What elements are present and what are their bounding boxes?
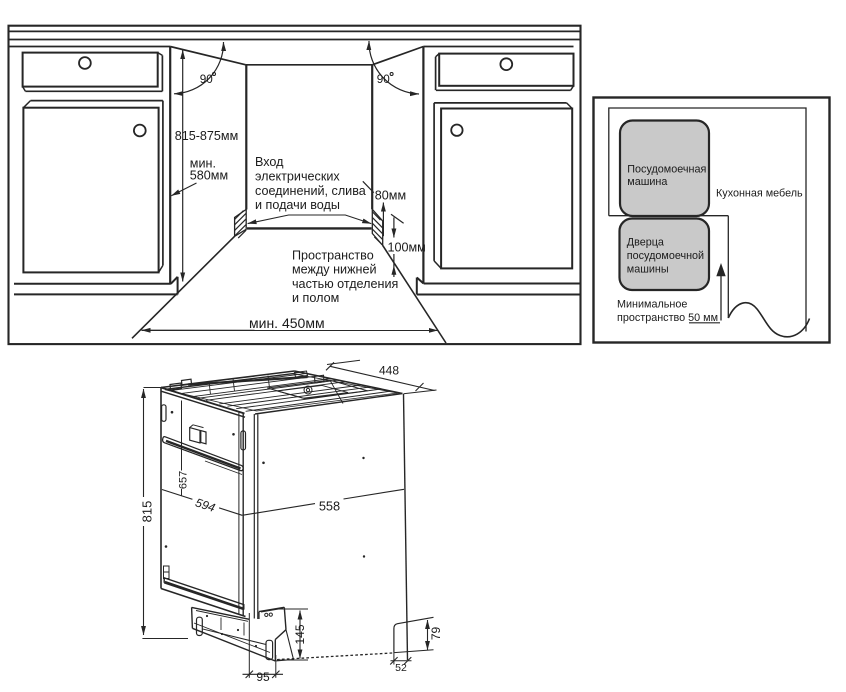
- svg-text:448: 448: [379, 364, 399, 378]
- svg-text:машина: машина: [627, 176, 667, 188]
- svg-text:95: 95: [256, 670, 270, 684]
- svg-text:электрических: электрических: [255, 169, 340, 183]
- svg-text:145: 145: [293, 624, 307, 644]
- svg-text:90: 90: [377, 73, 391, 86]
- svg-text:соединений, слива: соединений, слива: [255, 184, 366, 198]
- svg-text:52: 52: [395, 662, 407, 674]
- svg-text:и подачи воды: и подачи воды: [255, 198, 340, 212]
- svg-text:558: 558: [319, 499, 340, 514]
- svg-text:90: 90: [200, 73, 214, 86]
- svg-text:815: 815: [140, 501, 155, 523]
- svg-text:Посудомоечная: Посудомоечная: [627, 164, 706, 176]
- svg-text:мин. 450мм: мин. 450мм: [249, 315, 325, 331]
- svg-text:пространство 50 мм: пространство 50 мм: [617, 312, 718, 324]
- svg-text:815-875мм: 815-875мм: [175, 129, 239, 143]
- svg-text:посудомоечной: посудомоечной: [627, 250, 704, 262]
- svg-text:594: 594: [194, 495, 218, 515]
- svg-text:Вход: Вход: [255, 155, 284, 169]
- svg-text:100мм: 100мм: [388, 241, 426, 255]
- svg-text:580мм: 580мм: [190, 169, 228, 183]
- svg-text:Минимальное: Минимальное: [617, 299, 687, 311]
- svg-text:657: 657: [178, 471, 190, 489]
- svg-text:и полом: и полом: [292, 291, 339, 305]
- svg-text:Дверца: Дверца: [627, 237, 664, 249]
- svg-text:79: 79: [429, 627, 443, 641]
- svg-text:частью отделения: частью отделения: [292, 277, 398, 291]
- svg-text:80мм: 80мм: [375, 189, 406, 203]
- svg-text:машины: машины: [627, 263, 669, 275]
- svg-text:Пространство: Пространство: [292, 248, 374, 262]
- svg-text:мин.: мин.: [190, 157, 216, 171]
- svg-text:Кухонная мебель: Кухонная мебель: [716, 187, 803, 199]
- svg-text:между нижней: между нижней: [292, 263, 377, 277]
